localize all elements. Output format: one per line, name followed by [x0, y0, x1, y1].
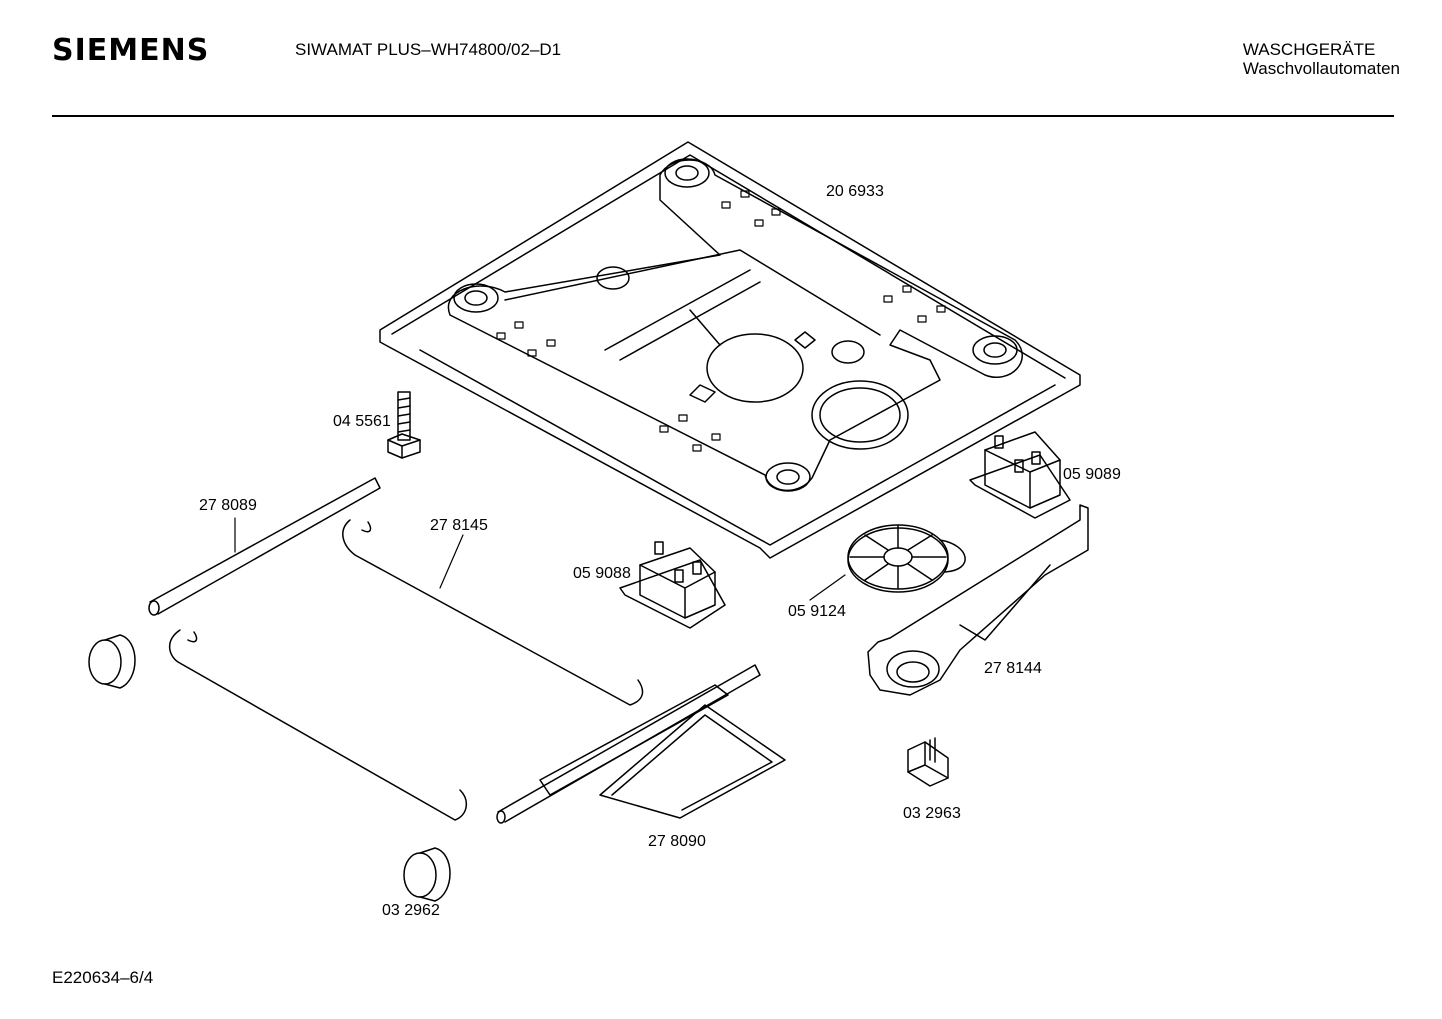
category-block: WASCHGERÄTE Waschvollautomaten [1243, 40, 1400, 78]
base-frame-part [379, 141, 1081, 559]
label-disc: 05 9124 [788, 603, 846, 620]
roller-part [88, 634, 451, 902]
label-base-frame: 20 6933 [826, 183, 884, 200]
leader-lines [234, 517, 846, 601]
bracket-left-part [619, 541, 726, 629]
label-roller: 03 2962 [382, 902, 440, 919]
category-line-2: Waschvollautomaten [1242, 59, 1400, 78]
label-bolt: 04 5561 [333, 413, 391, 430]
spring-rod-part [168, 519, 644, 821]
model-title: SIWAMAT PLUS–WH74800/02–D1 [295, 40, 562, 59]
header-divider [52, 115, 1394, 117]
frame-rod-part [496, 664, 786, 824]
lever-part [867, 504, 1089, 696]
bracket-right-part [969, 431, 1071, 519]
label-rod: 27 8089 [199, 497, 257, 514]
label-spring-rod: 27 8145 [430, 517, 488, 534]
category-line-1: WASCHGERÄTE [1242, 40, 1376, 59]
rod-part [148, 477, 381, 616]
label-frame-rod: 27 8090 [648, 833, 706, 850]
label-clip: 03 2963 [903, 805, 961, 822]
label-lever: 27 8144 [984, 660, 1042, 677]
bolt-part [387, 391, 421, 459]
label-bracket-right: 05 9089 [1063, 466, 1121, 483]
drawing-code: E220634–6/4 [52, 968, 154, 987]
clip-part [907, 737, 949, 787]
disc-part [847, 524, 966, 593]
label-bracket-left: 05 9088 [573, 565, 631, 582]
brand-logo: SIEMENS [52, 33, 210, 68]
